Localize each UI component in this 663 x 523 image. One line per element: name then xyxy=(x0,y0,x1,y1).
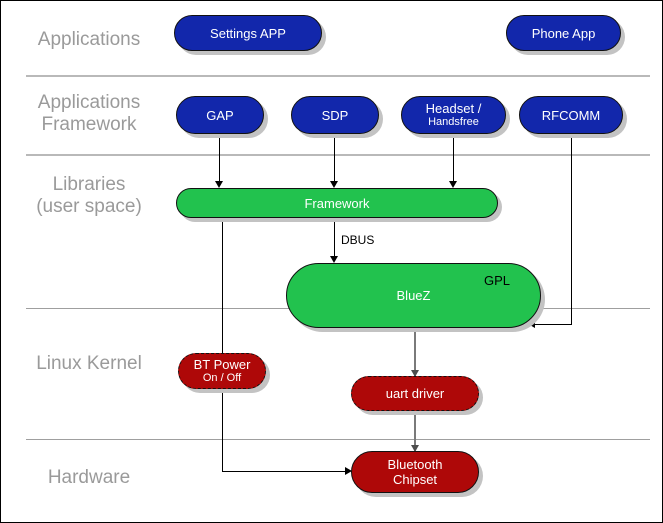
node-label-settings-app: Settings APP xyxy=(210,25,286,41)
node-label-handsfree: Handsfree xyxy=(428,116,479,128)
node-label-uart-driver: uart driver xyxy=(385,386,445,401)
edge-rfcomm-horizontal xyxy=(535,324,572,325)
row-label-libraries: Libraries (user space) xyxy=(36,174,142,217)
node-label-bluez: BlueZ xyxy=(396,288,431,303)
edge-gap-to-framework xyxy=(219,134,220,182)
node-label-bluetooth: Bluetooth xyxy=(387,457,443,472)
arrowhead-framework-chipset xyxy=(345,467,352,475)
node-gap[interactable]: GAP xyxy=(176,96,264,134)
row-label-applications-framework: Applications Framework xyxy=(37,92,141,135)
edge-bluez-to-uart xyxy=(414,328,416,376)
arrowhead-uart-chipset xyxy=(411,445,419,452)
edge-label-dbus: DBUS xyxy=(341,233,375,247)
node-label-chipset: Chipset xyxy=(392,472,438,487)
edge-headset-to-framework xyxy=(453,134,454,182)
node-label-bt-power-state: On / Off xyxy=(202,372,242,384)
node-label-gap: GAP xyxy=(206,107,234,123)
separator-linux-kernel xyxy=(26,439,650,440)
node-framework[interactable]: Framework xyxy=(176,188,498,218)
node-label-headset: Headset / xyxy=(425,101,482,116)
arrowhead-gap-framework xyxy=(215,181,223,188)
edge-framework-to-bluez xyxy=(334,218,335,258)
edge-framework-to-chipset-vertical xyxy=(222,218,223,471)
node-label-sdp: SDP xyxy=(321,107,349,123)
row-label-applications: Applications xyxy=(37,29,141,50)
edge-framework-to-chipset-horizontal xyxy=(222,471,350,472)
node-label-framework: Framework xyxy=(304,195,370,211)
arrowhead-bluez-uart xyxy=(411,370,419,377)
node-label-rfcomm: RFCOMM xyxy=(541,107,601,123)
node-label-phone-app: Phone App xyxy=(531,25,596,41)
node-bt-power[interactable]: BT Power On / Off xyxy=(178,353,266,389)
node-phone-app[interactable]: Phone App xyxy=(506,15,621,51)
node-headset-handsfree[interactable]: Headset / Handsfree xyxy=(401,96,506,134)
node-label-bt-power: BT Power xyxy=(193,357,251,372)
node-bluez[interactable]: BlueZ xyxy=(286,263,541,328)
edge-rfcomm-vertical xyxy=(571,134,572,324)
arrowhead-framework-bluez xyxy=(330,256,338,263)
node-sdp[interactable]: SDP xyxy=(291,96,379,134)
node-bluetooth-chipset[interactable]: Bluetooth Chipset xyxy=(351,451,479,493)
node-settings-app[interactable]: Settings APP xyxy=(174,15,322,51)
edge-sdp-to-framework xyxy=(334,134,335,182)
arrowhead-sdp-framework xyxy=(330,181,338,188)
row-label-hardware: Hardware xyxy=(47,467,131,488)
node-badge-gpl: GPL xyxy=(484,273,511,288)
edge-uart-to-chipset xyxy=(414,411,416,453)
node-rfcomm[interactable]: RFCOMM xyxy=(519,96,623,134)
separator-applications-framework xyxy=(26,154,650,156)
row-label-linux-kernel: Linux Kernel xyxy=(36,353,142,374)
separator-applications xyxy=(26,75,650,77)
node-uart-driver[interactable]: uart driver xyxy=(351,376,479,411)
arrowhead-headset-framework xyxy=(449,181,457,188)
